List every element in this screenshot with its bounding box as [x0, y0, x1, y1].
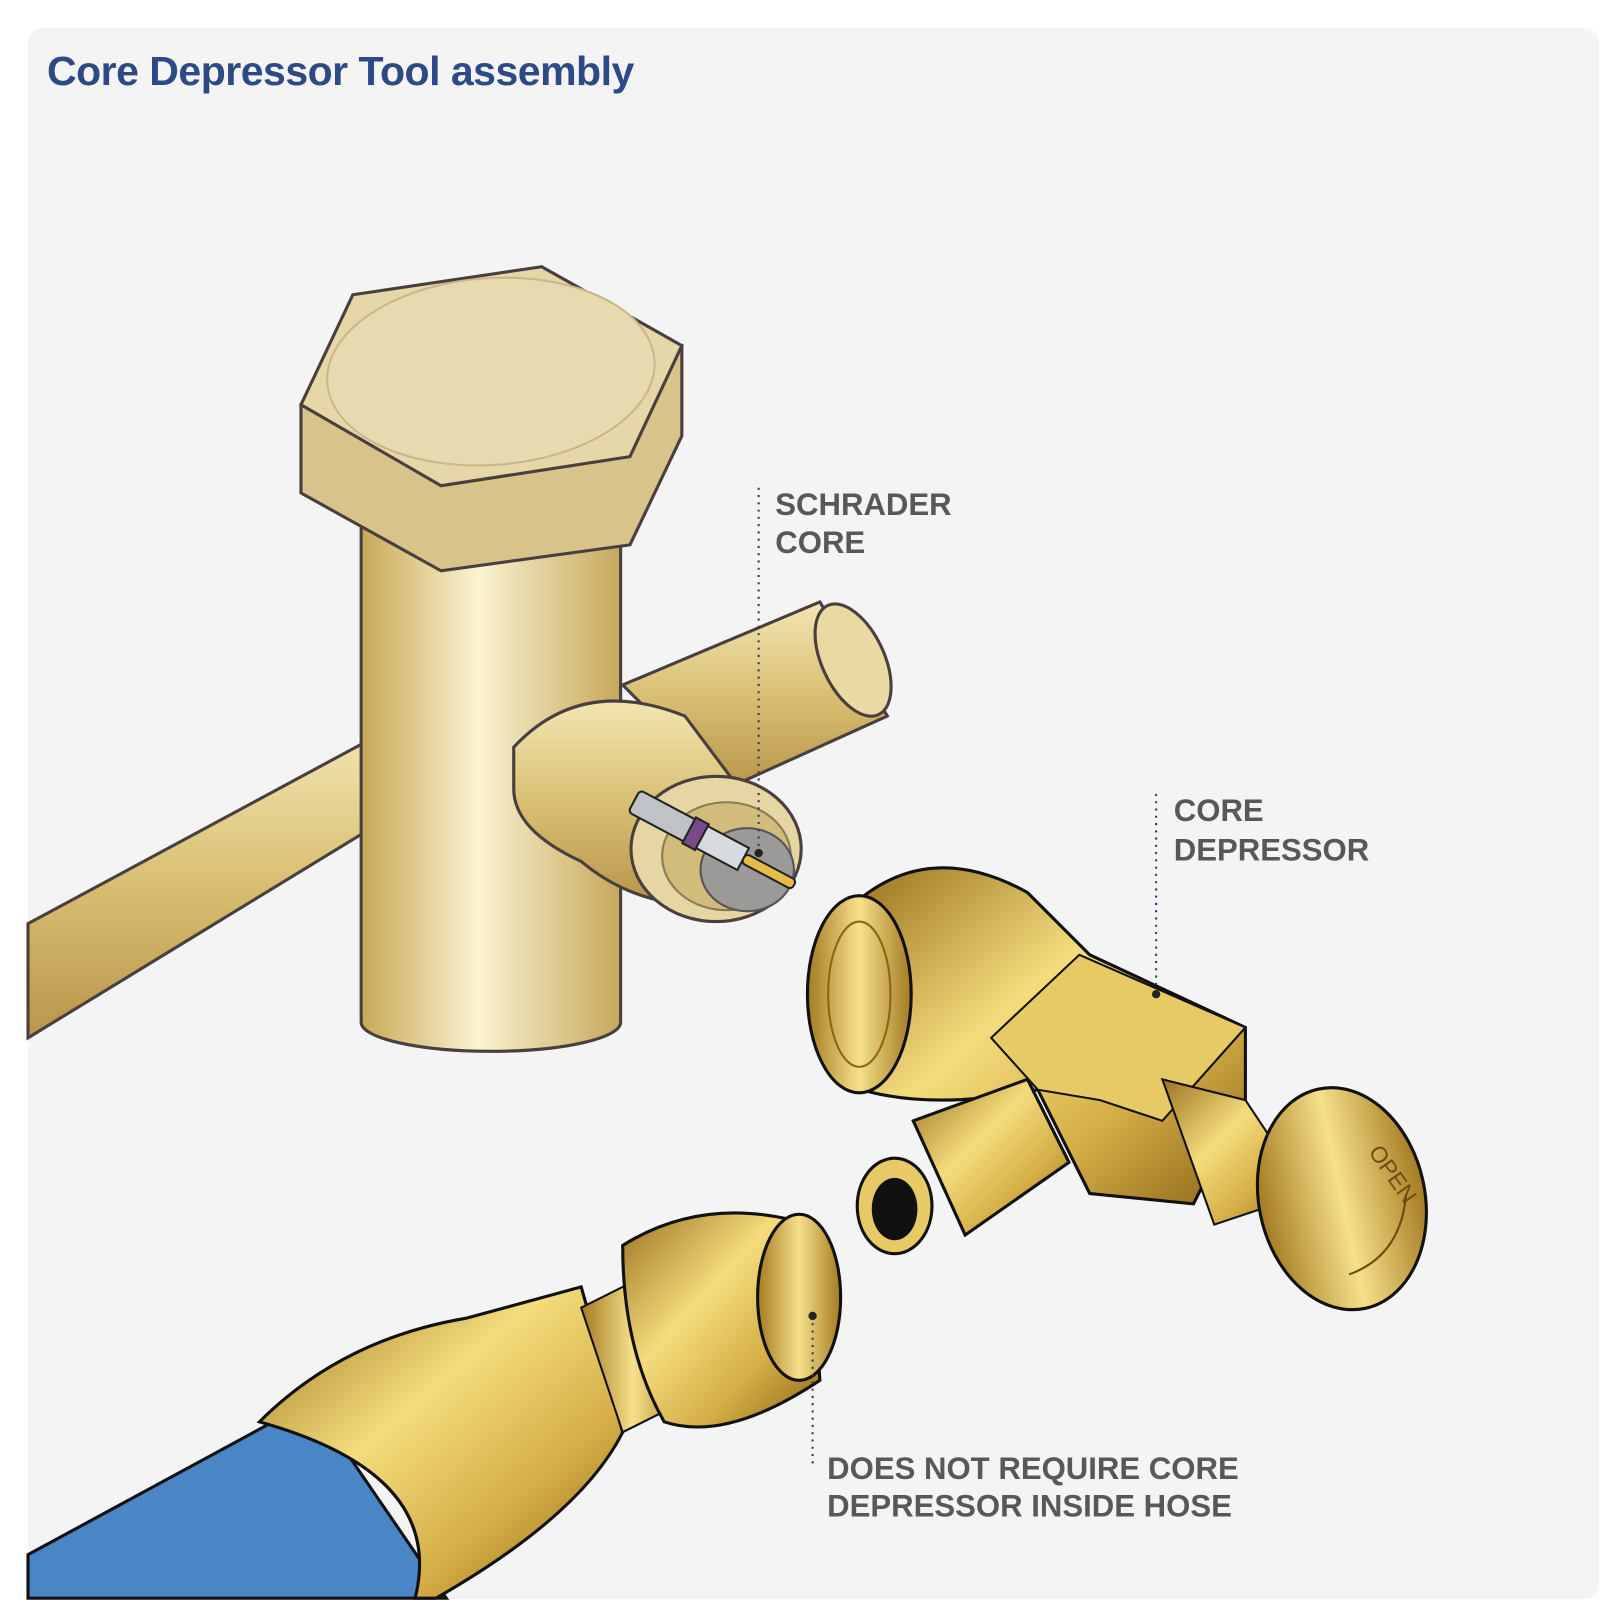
core-depressor: OPEN — [805, 866, 1428, 1312]
schrader-core-label-line1: SCHRADER — [775, 487, 951, 522]
schrader-core — [628, 790, 797, 890]
schrader-core-label-line2: CORE — [775, 525, 865, 560]
diagram-title: Core Depressor Tool assembly — [47, 48, 634, 94]
core-depressor-label-line2: DEPRESSOR — [1174, 832, 1369, 867]
open-cap — [1255, 1086, 1428, 1312]
bolt-body — [359, 517, 623, 1053]
hose-note-label-line1: DOES NOT REQUIRE CORE — [827, 1451, 1239, 1486]
hose-note-label-line2: DEPRESSOR INSIDE HOSE — [827, 1488, 1232, 1523]
hose-assembly — [26, 1211, 843, 1600]
core-depressor-label-line1: CORE — [1174, 793, 1264, 828]
